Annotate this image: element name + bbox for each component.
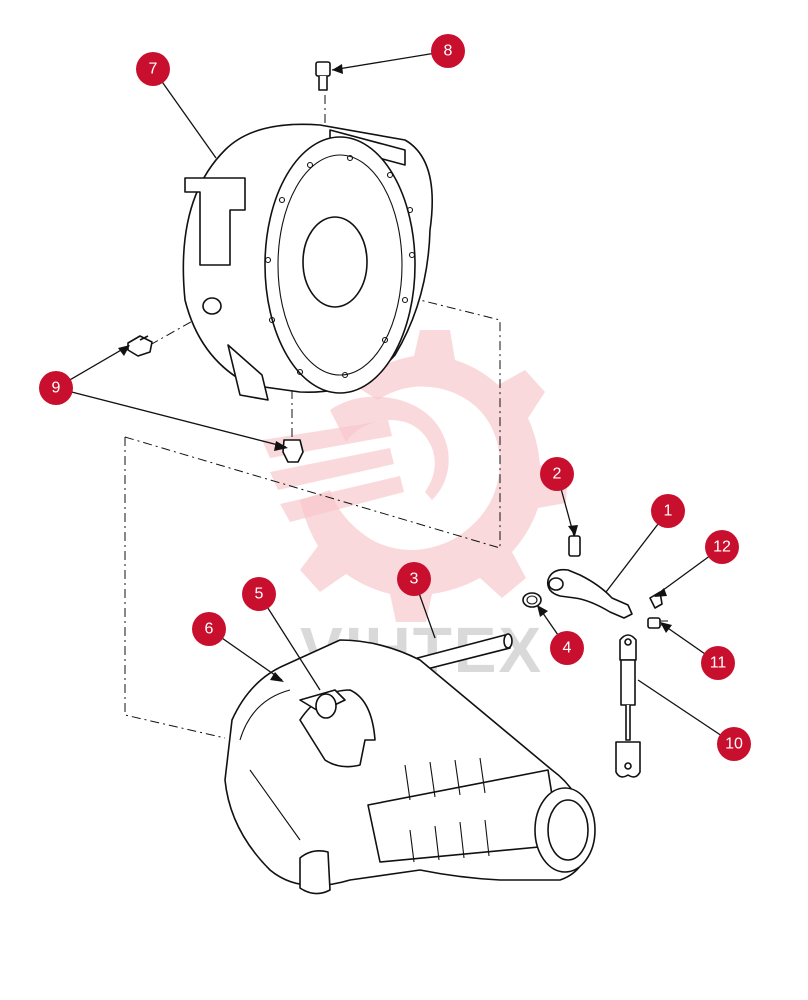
callout-10: 10 [717,727,751,761]
bolt [647,617,668,629]
callout-1: 1 [651,494,685,528]
watermark-wrench-icon [330,396,449,500]
svg-text:3: 3 [410,571,419,588]
pin [568,535,581,557]
callout-8: 8 [431,34,465,68]
rod-with-clevis [615,634,641,778]
svg-text:6: 6 [205,621,214,638]
plug-left [127,335,153,357]
transmission-housing [224,639,596,895]
svg-text:4: 4 [563,640,572,657]
bush [522,592,542,608]
svg-text:5: 5 [255,586,264,603]
lever-arm [546,568,633,619]
svg-text:1: 1 [664,503,673,520]
callout-12: 12 [705,530,739,564]
callout-4: 4 [550,631,584,665]
svg-text:12: 12 [713,539,731,556]
svg-text:7: 7 [149,61,158,78]
callout-5: 5 [242,577,276,611]
callout-6: 6 [192,612,226,646]
callout-11: 11 [701,646,735,680]
svg-text:10: 10 [725,736,743,753]
callout-3: 3 [397,562,431,596]
svg-text:11: 11 [710,655,727,672]
plug-bottom [282,439,304,463]
callout-9: 9 [39,371,73,405]
screw-top [315,61,331,91]
watermark-speed-lines [262,420,404,522]
svg-text:9: 9 [52,380,61,397]
clutch-housing [182,123,433,401]
callout-7: 7 [136,52,170,86]
svg-text:8: 8 [444,43,453,60]
svg-text:2: 2 [553,466,562,483]
callout-2: 2 [540,457,574,491]
watermark-gear-icon [300,330,568,622]
